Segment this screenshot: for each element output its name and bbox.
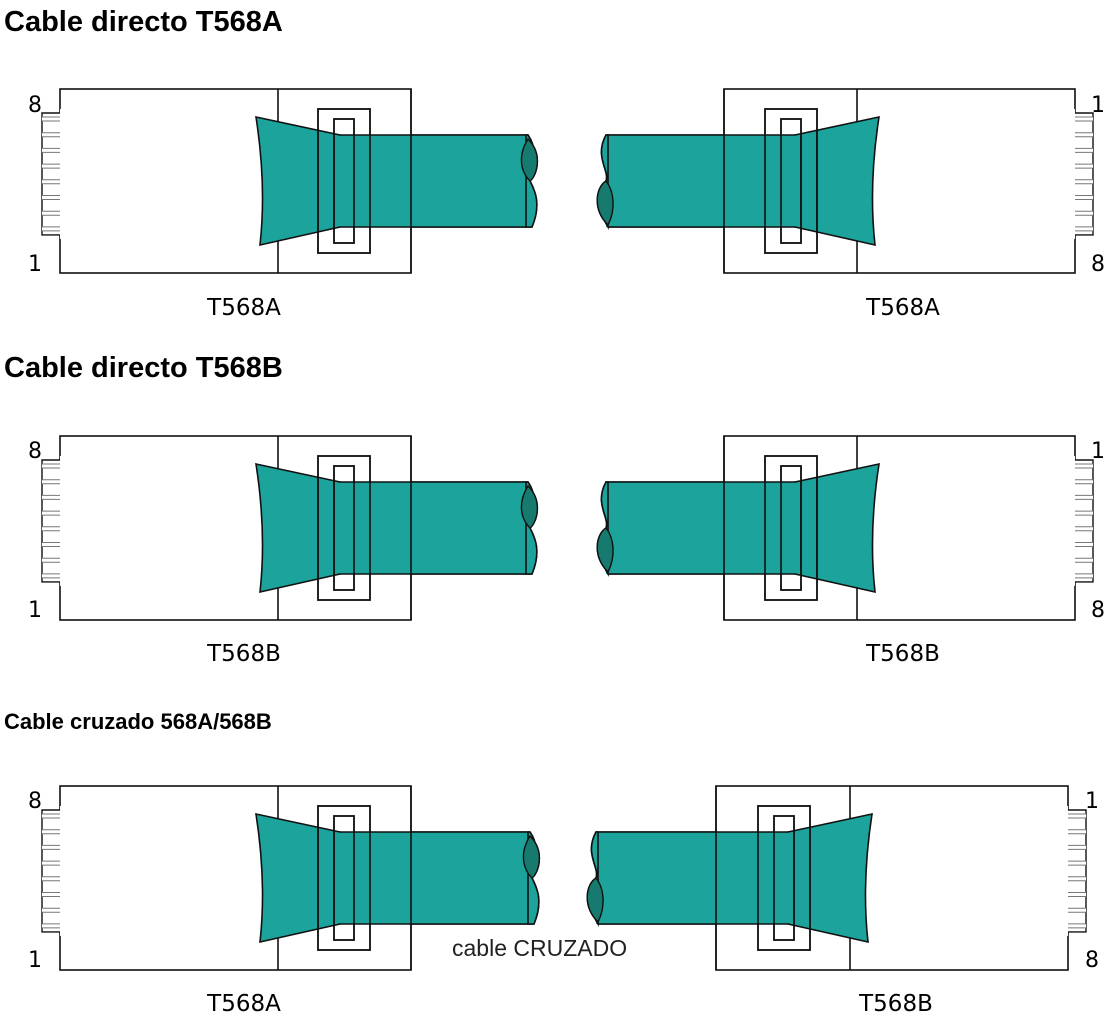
cable-diagram-t568b [41,435,1094,621]
cable-cut-end [586,877,604,924]
left-pin-bottom-label: 1 [28,252,42,277]
section-title-crossover: Cable cruzado 568A/568B [4,709,272,734]
cable-segment-right [606,135,796,227]
cable-cut-end [596,527,614,574]
right-pin-top-label: 1 [1091,439,1105,464]
right-connector-label: T568B [865,641,940,667]
wire-channel [60,806,260,936]
latch-outer [317,455,371,601]
wire-channel [868,806,1068,936]
cable-segment-right [606,482,796,574]
section-title-t568a: Cable directo T568A [4,6,283,38]
cable-overlay [317,786,811,970]
left-connector-label: T568B [206,641,281,667]
cable-boot [255,462,341,594]
contact-bracket [1075,459,1094,583]
wire-channel [875,109,1075,239]
cable-cut-end [520,137,538,182]
wire-channel [60,456,260,586]
latch-outer [764,455,818,601]
left-connector-label: T568A [206,991,281,1017]
contact-bracket [41,112,60,236]
cable-boot [787,812,873,944]
left-pin-top-label: 8 [28,789,42,814]
left-pin-bottom-label: 1 [28,948,42,973]
cable-cut-end [522,834,540,879]
latch-inner [773,815,795,941]
left-pin-top-label: 8 [28,93,42,118]
cable-boot [794,462,880,594]
latch-outer [757,805,811,951]
cable-boot [255,812,341,944]
cable-segment-right [596,832,789,924]
crossover-note: cable CRUZADO [452,935,627,961]
cable-segment-left [339,832,530,924]
contact-bracket [1068,809,1087,933]
cable-segment-left [339,482,528,574]
latch-outer [764,108,818,254]
cable-overlay [317,436,818,620]
wire-channel [60,109,260,239]
cable-boot [255,115,341,247]
right-pin-bottom-label: 8 [1091,598,1105,623]
cable-boot [794,115,880,247]
latch-inner [780,465,802,591]
cable-segment-left [339,135,528,227]
section-title-t568b: Cable directo T568B [4,352,283,384]
contact-bracket [1075,112,1094,236]
left-pin-top-label: 8 [28,439,42,464]
right-pin-top-label: 1 [1091,93,1105,118]
cable-diagram-t568a [41,88,1094,274]
right-connector-label: T568A [865,295,940,321]
cable-diagram-crossover [41,785,1087,971]
cable-cut-end [596,180,614,227]
latch-inner [333,465,355,591]
contact-bracket [41,809,60,933]
wire-channel [875,456,1075,586]
latch-outer [317,108,371,254]
right-connector-label: T568B [858,991,933,1017]
latch-inner [333,118,355,244]
left-connector-label: T568A [206,295,281,321]
contact-bracket [41,459,60,583]
cable-cut-end [520,484,538,529]
right-pin-top-label: 1 [1085,789,1099,814]
right-pin-bottom-label: 8 [1091,252,1105,277]
cable-overlay [317,89,818,273]
left-pin-bottom-label: 1 [28,598,42,623]
right-pin-bottom-label: 8 [1085,948,1099,973]
latch-outer [317,805,371,951]
latch-inner [780,118,802,244]
latch-inner [333,815,355,941]
